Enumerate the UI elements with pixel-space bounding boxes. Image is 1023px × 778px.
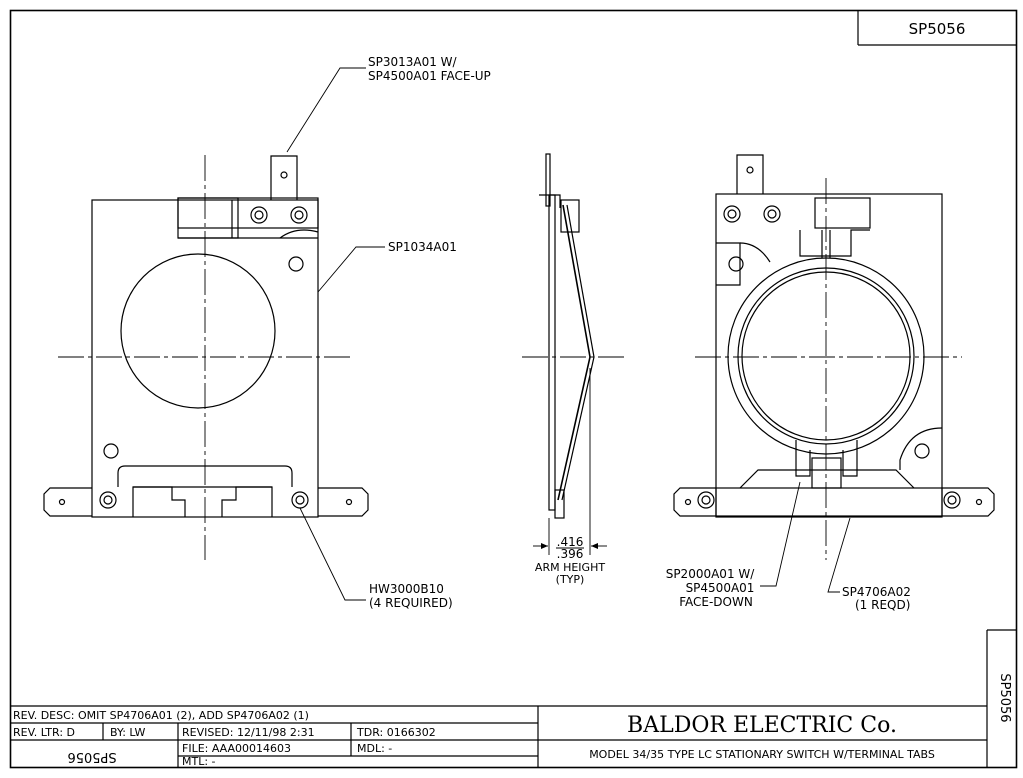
callout-tab-1: SP4706A02 — [842, 585, 911, 599]
front-view — [43, 155, 369, 560]
callout-hardware-2: (4 REQUIRED) — [369, 596, 453, 610]
callout-frame: SP1034A01 — [388, 240, 457, 254]
callout-contact-3: FACE-DOWN — [679, 595, 753, 609]
front-view-callouts: SP3013A01 W/ SP4500A01 FACE-UP SP1034A01… — [286, 55, 491, 610]
revised-date: REVISED: 12/11/98 2:31 — [182, 726, 315, 739]
rear-view-callouts: SP2000A01 W/ SP4500A01 FACE-DOWN SP4706A… — [666, 481, 911, 612]
drawing-description: MODEL 34/35 TYPE LC STATIONARY SWITCH W/… — [589, 748, 935, 761]
dimension-label-1: ARM HEIGHT — [535, 561, 605, 574]
side-id-box: SP5056 — [986, 629, 1017, 767]
callout-switch-assembly-1: SP3013A01 W/ — [368, 55, 458, 69]
company-name: BALDOR ELECTRIC Co. — [627, 713, 897, 738]
side-view: .416 .396 ARM HEIGHT (TYP) — [522, 153, 628, 586]
sheet-border — [9, 9, 1018, 769]
dimension-value-bottom: .396 — [557, 547, 584, 561]
side-id: SP5056 — [997, 673, 1012, 722]
tdr-number: TDR: 0166302 — [356, 726, 436, 739]
title-block: REV. DESC: OMIT SP4706A01 (2), ADD SP470… — [10, 705, 987, 768]
callout-tab-2: (1 REQD) — [855, 598, 910, 612]
dimension-value-top: .416 — [557, 535, 584, 549]
dimension-label-2: (TYP) — [556, 573, 585, 586]
callout-contact-2: SP4500A01 — [686, 581, 755, 595]
drafter: BY: LW — [110, 726, 146, 739]
revision-letter: REV. LTR: D — [13, 726, 75, 739]
drawing-number-inverted: SP5056 — [67, 749, 116, 764]
revision-description: REV. DESC: OMIT SP4706A01 (2), ADD SP470… — [13, 709, 309, 722]
rear-view — [673, 154, 995, 560]
material-field: MTL: - — [182, 755, 216, 768]
sheet-id-box: SP5056 — [857, 10, 1017, 46]
model-field: MDL: - — [357, 742, 392, 755]
file-name: FILE: AAA00014603 — [182, 742, 291, 755]
callout-contact-1: SP2000A01 W/ — [666, 567, 756, 581]
callout-hardware-1: HW3000B10 — [369, 582, 444, 596]
callout-switch-assembly-2: SP4500A01 FACE-UP — [368, 69, 491, 83]
sheet-id: SP5056 — [909, 20, 966, 38]
